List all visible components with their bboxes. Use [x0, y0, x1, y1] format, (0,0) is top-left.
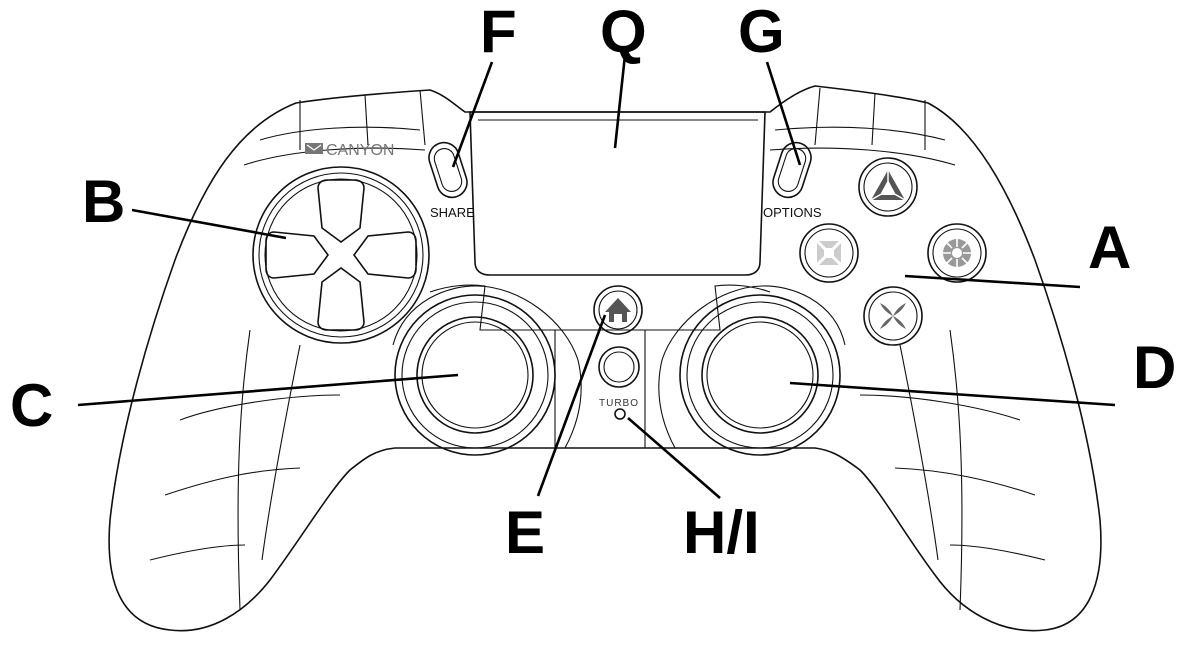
dpad[interactable]: [252, 166, 430, 344]
home-button[interactable]: [593, 285, 643, 335]
leader-line-f: [451, 61, 494, 168]
options-button[interactable]: [769, 139, 815, 202]
face-button-triangle[interactable]: [858, 157, 918, 217]
leader-line-g: [765, 61, 802, 166]
brand-logo: CANYON: [305, 142, 394, 159]
brand-logo-text: CANYON: [326, 142, 394, 159]
turbo-button[interactable]: [598, 346, 640, 388]
callout-f: F: [480, 0, 517, 65]
share-button[interactable]: [425, 139, 471, 202]
face-button-circle[interactable]: [927, 223, 987, 283]
callout-b: B: [82, 168, 125, 235]
callout-q: Q: [600, 0, 647, 65]
controller-body: [108, 85, 1102, 632]
cross-icon: [880, 303, 906, 329]
face-button-square[interactable]: [799, 223, 859, 283]
circle-icon: [943, 239, 971, 267]
callout-d: D: [1133, 334, 1176, 401]
leader-line-e: [536, 314, 607, 497]
triangle-icon: [870, 170, 906, 201]
dpad-down: [317, 267, 365, 331]
turbo-indicator-led: [614, 408, 626, 420]
dpad-left: [265, 231, 329, 279]
leader-line-hi: [627, 417, 721, 499]
leader-line-q: [613, 54, 627, 149]
share-button-label: SHARE: [430, 205, 475, 220]
callout-hi: H/I: [683, 499, 760, 566]
dpad-right: [353, 231, 417, 279]
leader-line-b: [131, 208, 287, 240]
right-analog-stick[interactable]: [658, 285, 846, 456]
face-button-cross[interactable]: [863, 286, 923, 346]
callout-e: E: [505, 499, 545, 566]
leader-lines: [77, 54, 1116, 499]
leader-line-c: [77, 373, 459, 407]
callout-a: A: [1088, 214, 1131, 281]
home-icon: [605, 298, 631, 322]
dpad-up: [317, 179, 365, 243]
leader-line-a: [904, 274, 1081, 289]
callout-g: G: [738, 0, 785, 65]
square-icon: [815, 239, 843, 267]
leader-line-d: [789, 381, 1116, 407]
turbo-label: TURBO: [599, 398, 639, 409]
left-analog-stick[interactable]: [392, 285, 582, 456]
callout-c: C: [10, 372, 53, 439]
options-button-label: OPTIONS: [763, 205, 822, 220]
